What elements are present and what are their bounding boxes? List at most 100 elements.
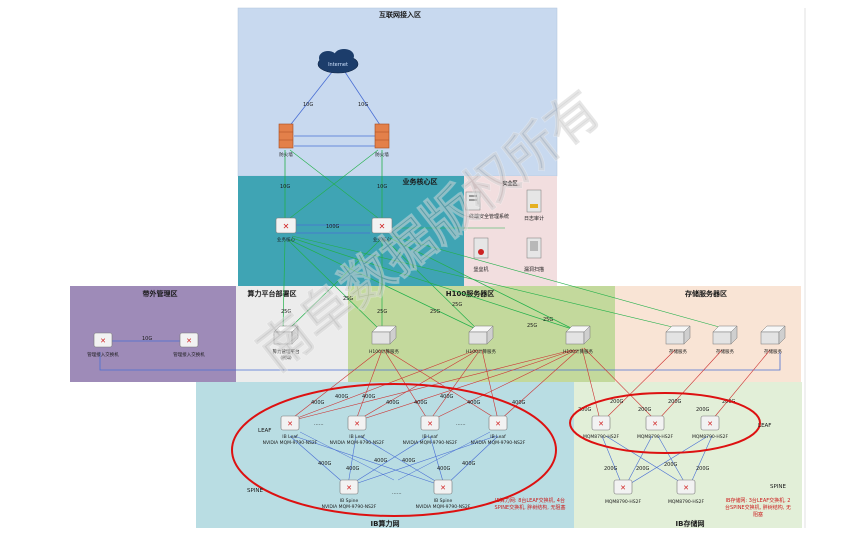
ib-storage-highlight-ellipse — [569, 392, 761, 454]
security-mgmt-icon — [465, 191, 481, 211]
label-400g-13: 400G — [437, 466, 451, 472]
zone-title-platform: 算力平台部署区 — [247, 289, 297, 298]
label-400g-3: 400G — [362, 394, 376, 400]
storage-3-label: 存储服务 — [764, 348, 782, 355]
link-storage3-stleaf3 — [711, 349, 771, 421]
link-h100-2-leaf4 — [481, 349, 499, 421]
link-core1-h100-1 — [287, 239, 381, 331]
link-leaf3-spine2 — [429, 435, 445, 486]
links — [99, 71, 781, 486]
storage-server-icon-3 — [760, 325, 786, 345]
label-25g-b: 25G — [281, 309, 291, 315]
link-stleaf3-stspine1 — [627, 435, 709, 486]
oob-switch-icon-1: ✕ — [93, 332, 113, 348]
svg-text:✕: ✕ — [683, 484, 689, 492]
label-400g-4: 400G — [386, 400, 400, 406]
link-h100-1-leaf1 — [289, 349, 381, 421]
zone-title-security: 安全区 — [502, 180, 517, 187]
link-h100-2-leaf3 — [429, 349, 481, 421]
link-core2-storage — [391, 235, 731, 331]
svg-text:✕: ✕ — [652, 420, 658, 428]
link-internet-fw1 — [287, 71, 333, 129]
ib-spine-1-model: NVIDIA MQM-9790-NS2F — [322, 504, 377, 510]
zone-title-core: 业务核心区 — [403, 177, 438, 186]
st-leaf-switch-icon-2: ✕ — [645, 415, 665, 431]
ib-leaf-4-model: NVIDIA MQM-9790-NS2F — [471, 440, 526, 446]
link-h100-3-leaf4 — [499, 349, 579, 421]
ib-leaf-switch-icon-4: ✕ — [488, 415, 508, 431]
label-400g-14: 400G — [462, 461, 476, 467]
label-400g-10: 400G — [346, 466, 360, 472]
h100-2-label: H100计算服务 — [466, 348, 496, 355]
link-h100-1-leaf4 — [385, 349, 499, 421]
log-audit-icon — [526, 189, 542, 213]
st-leaf-switch-icon-3: ✕ — [700, 415, 720, 431]
ib-leaf-switch-icon-2: ✕ — [347, 415, 367, 431]
zone-title-ib-compute: IB算力网 — [371, 519, 400, 528]
label-400g-7: 400G — [467, 400, 481, 406]
core-switch-icon-1: ✕ — [275, 217, 297, 234]
storage-note-line-3: 阻塞 — [753, 511, 763, 518]
label-200g-3: 200G — [638, 407, 652, 413]
zone-title-ib-storage: IB存储网 — [676, 519, 705, 528]
label-25g-d: 25G — [430, 309, 440, 315]
zone-ib-storage-bg — [574, 382, 802, 528]
platform-server-label: 算力管理平台 — [273, 348, 300, 355]
svg-text:✕: ✕ — [495, 420, 501, 428]
storage-note: IB存储网: 3台LEAF交换机, 2 台SPINE交换机, 胖树结构, 无 阻… — [725, 497, 791, 518]
label-200g-4: 200G — [668, 399, 682, 405]
h100-server-icon-3 — [565, 325, 591, 345]
link-storage1-stleaf1 — [603, 349, 676, 421]
link-core1-h100-2 — [289, 239, 479, 331]
link-leaf4-spine1 — [351, 435, 497, 486]
ib-spine-switch-icon-1: ✕ — [339, 479, 359, 495]
link-stleaf1-stspine1 — [601, 435, 623, 486]
bastion-icon — [473, 237, 489, 259]
link-leaf1-spine2 — [293, 435, 441, 486]
h100-server-icon-1 — [371, 325, 397, 345]
zone-title-internet: 互联网接入区 — [379, 10, 421, 19]
link-core2-h100-2 — [385, 239, 479, 331]
label-400g-11: 400G — [374, 458, 388, 464]
svg-text:✕: ✕ — [620, 484, 626, 492]
oob-switch-1-label: 管理接入交换机 — [87, 351, 119, 358]
ib-spine-2-model: NVIDIA MQM-9790-NS2F — [416, 504, 471, 510]
zone-title-storage: 存储服务器区 — [685, 289, 727, 298]
vuln-scan-label: 漏洞扫描 — [524, 266, 544, 273]
svg-text:✕: ✕ — [283, 222, 290, 231]
zone-title-h100: H100服务器区 — [446, 289, 494, 298]
link-internet-fw2 — [344, 71, 383, 129]
label-10g-internet-right: 10G — [358, 102, 368, 108]
ib-leaf-2-label: IB Leaf — [349, 434, 365, 440]
ib-spine-2-label: IB Spine — [434, 498, 453, 504]
link-labels: 10G 10G 10G 10G 100G 25G 25G 25G 25G 25G… — [142, 102, 736, 496]
link-leaf2-spine1 — [347, 435, 357, 486]
zone-titles: 互联网接入区 业务核心区 安全区 带外管理区 算力平台部署区 H100服务器区 … — [143, 10, 728, 528]
label-10g-oob: 10G — [142, 336, 152, 342]
core-switch-icon-2: ✕ — [371, 217, 393, 234]
label-200g-1: 200G — [578, 407, 592, 413]
link-storage2-stleaf2 — [657, 349, 723, 421]
zone-title-oob: 带外管理区 — [143, 289, 178, 298]
ib-compute-highlight-ellipse — [231, 383, 557, 517]
ib-leaf-switch-icon-1: ✕ — [280, 415, 300, 431]
compute-note-line-1: IB算力网: 8台LEAF交换机, 4台 — [495, 497, 565, 504]
st-leaf-1-label: MQM8790-HS2F — [583, 434, 619, 440]
ib-spine-1-label: IB Spine — [340, 498, 359, 504]
compute-note-line-2: SPINE交换机, 胖树结构, 无阻塞 — [495, 504, 566, 511]
label-10g-internet-left: 10G — [303, 102, 313, 108]
label-400g-6: 400G — [440, 394, 454, 400]
zone-backgrounds — [70, 7, 806, 528]
firewall-1-label: 防火墙 — [279, 151, 293, 158]
link-h100-3-stleaf2 — [583, 347, 656, 421]
st-spine-2-label: MQM8790-HS2F — [668, 499, 704, 505]
svg-text:✕: ✕ — [186, 337, 192, 345]
label-25g-a: 25G — [343, 296, 353, 302]
label-25g-f: 25G — [527, 323, 537, 329]
link-stleaf2-stspine1 — [625, 435, 653, 486]
svg-text:✕: ✕ — [287, 420, 293, 428]
label-10g-fw-core-right: 10G — [377, 184, 387, 190]
label-200g-6: 200G — [722, 399, 736, 405]
label-400g-1: 400G — [311, 400, 325, 406]
